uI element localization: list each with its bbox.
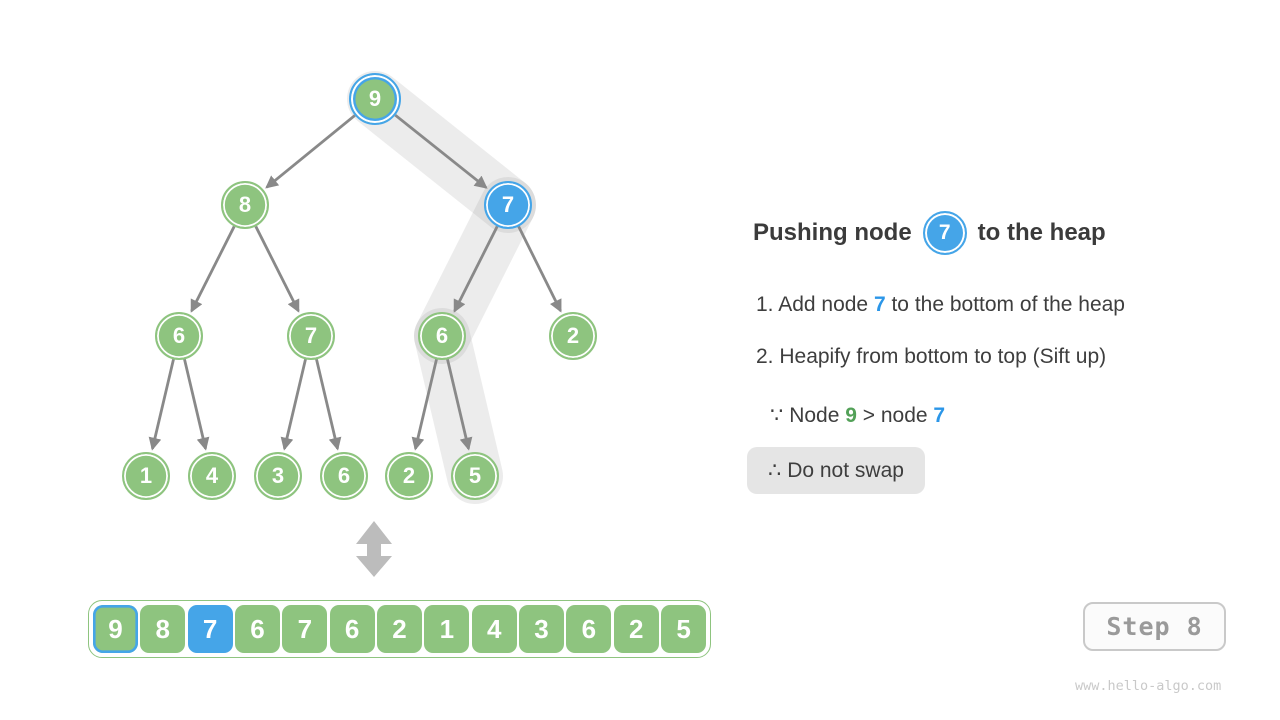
tree-node-6: 6 bbox=[155, 312, 203, 360]
tree-node-2: 2 bbox=[385, 452, 433, 500]
highlighted-value-7: 7 bbox=[933, 404, 946, 427]
highlighted-value-7: 7 bbox=[873, 293, 886, 316]
pushed-node-badge: 7 bbox=[922, 211, 967, 255]
comparison-note: ∵ Node 9 > node 7 bbox=[770, 404, 946, 427]
array-cell-7: 1 bbox=[424, 605, 470, 653]
tree-node-3: 3 bbox=[254, 452, 302, 500]
title-prefix: Pushing node bbox=[753, 219, 912, 246]
title-suffix: to the heap bbox=[977, 219, 1106, 246]
instruction-step-1: 1. Add node 7 to the bottom of the heap bbox=[756, 293, 1125, 316]
tree-node-8: 8 bbox=[221, 181, 269, 229]
panel-title: Pushing node 7 to the heap bbox=[753, 210, 1106, 256]
tree-array-swap-arrow-icon bbox=[356, 521, 392, 577]
tree-node-9: 9 bbox=[349, 73, 401, 125]
tree-node-7: 7 bbox=[287, 312, 335, 360]
tree-node-5: 5 bbox=[451, 452, 499, 500]
sift-up-path-highlight bbox=[347, 71, 536, 504]
array-cell-5: 6 bbox=[329, 605, 375, 653]
array-cell-6: 2 bbox=[377, 605, 422, 653]
array-cell-11: 2 bbox=[613, 605, 659, 653]
array-cell-12: 5 bbox=[661, 605, 706, 653]
conclusion-text: ∴ Do not swap bbox=[768, 459, 904, 482]
step-counter-badge: Step 8 bbox=[1083, 602, 1226, 651]
tree-edges bbox=[148, 114, 562, 451]
tree-node-7: 7 bbox=[484, 181, 532, 229]
array-cell-2: 7 bbox=[187, 605, 233, 653]
array-cell-10: 6 bbox=[566, 605, 612, 653]
instruction-step-2: 2. Heapify from bottom to top (Sift up) bbox=[756, 345, 1107, 368]
watermark-text: www.hello-algo.com bbox=[1075, 678, 1222, 694]
array-cell-4: 7 bbox=[282, 605, 328, 653]
tree-node-6: 6 bbox=[418, 312, 466, 360]
do-not-swap-badge: ∴ Do not swap bbox=[747, 447, 925, 494]
pushed-node-value: 7 bbox=[938, 221, 951, 244]
tree-node-2: 2 bbox=[549, 312, 597, 360]
array-cell-9: 3 bbox=[519, 605, 564, 653]
tree-node-6: 6 bbox=[320, 452, 368, 500]
tree-node-1: 1 bbox=[122, 452, 170, 500]
array-cell-1: 8 bbox=[140, 605, 186, 653]
array-cell-0: 9 bbox=[93, 605, 138, 653]
array-cell-3: 6 bbox=[235, 605, 280, 653]
highlighted-value-9: 9 bbox=[845, 404, 857, 427]
tree-node-4: 4 bbox=[188, 452, 236, 500]
step-counter-label: Step 8 bbox=[1106, 612, 1203, 641]
array-cell-8: 4 bbox=[471, 605, 517, 653]
